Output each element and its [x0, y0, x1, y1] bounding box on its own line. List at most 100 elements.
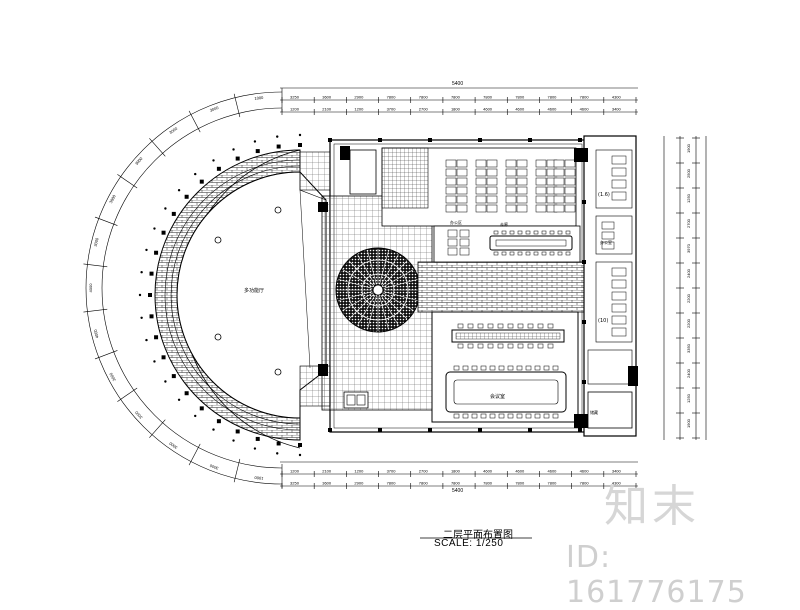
chair — [507, 343, 514, 349]
column — [582, 380, 586, 384]
arc-column-pile — [138, 293, 142, 297]
chair — [477, 323, 484, 329]
desk — [459, 238, 470, 247]
rosette-spoke — [383, 291, 418, 301]
top-dim-row1-label: 7800 — [580, 95, 590, 100]
column — [328, 428, 332, 432]
chair — [501, 251, 507, 256]
top-dim-row2-label: 1200 — [290, 107, 300, 112]
hall-label: 多功能厅 — [244, 287, 264, 294]
desk — [564, 177, 576, 186]
top-dim-row2-label: 4600 — [548, 107, 558, 112]
top-dim-row2-label: 2700 — [419, 107, 429, 112]
chair — [552, 365, 559, 371]
column — [378, 138, 382, 142]
desk — [553, 168, 565, 177]
arc-column — [216, 166, 221, 171]
desk — [516, 204, 528, 213]
desk — [564, 204, 576, 213]
arc-column — [298, 143, 302, 147]
chair — [477, 343, 484, 349]
desk — [447, 238, 458, 247]
rosette-spoke — [342, 292, 373, 311]
chair — [498, 365, 505, 371]
arc-column — [184, 194, 189, 199]
bottom-dim-row1-label: 2100 — [322, 469, 332, 474]
arc-dim-tick — [94, 216, 118, 226]
arc-column — [149, 314, 154, 319]
bottom-dim-row1-label: 4600 — [580, 469, 590, 474]
bottom-dim-row1-label: 4600 — [548, 469, 558, 474]
storage-label: 储藏 — [590, 409, 598, 415]
office-desk — [611, 179, 627, 189]
chair — [565, 251, 571, 256]
chair — [537, 343, 544, 349]
watermark-brand: 知末 — [604, 481, 700, 532]
office-left-label: 办公区 — [450, 219, 462, 225]
chair — [516, 413, 523, 419]
column — [578, 428, 582, 432]
bottom-dim-row2-label: 7800 — [483, 481, 493, 486]
rosette-spoke — [357, 254, 376, 285]
stair-core — [318, 146, 377, 409]
chair — [507, 413, 514, 419]
bottom-dim-row2-label: 2900 — [354, 481, 364, 486]
office-desk — [611, 279, 627, 289]
chair — [525, 251, 531, 256]
arc-dim-label: 3000 — [108, 371, 117, 382]
right-dim-label: 3350 — [686, 343, 691, 353]
top-dim-row2-label: 4600 — [515, 107, 525, 112]
chair — [471, 365, 478, 371]
east-wing — [574, 135, 638, 437]
column — [582, 200, 586, 204]
office-desk — [601, 231, 615, 240]
chair — [453, 413, 460, 419]
arc-column-pile — [276, 135, 279, 138]
office-desk — [601, 221, 615, 230]
rosette-spoke — [379, 295, 389, 330]
arc-dimension-labels: 1000300030003000300030004000400030003000… — [88, 95, 264, 481]
chair — [517, 343, 524, 349]
chair — [516, 365, 523, 371]
overall-dimension-top: 5400 — [452, 81, 463, 87]
arc-column — [276, 441, 281, 446]
right-dim-label: 1900 — [686, 418, 691, 428]
right-dim-label: 2200 — [686, 293, 691, 303]
chair — [509, 251, 515, 256]
office-desk — [611, 315, 627, 325]
arc-column-pile — [232, 439, 235, 442]
structural-columns — [328, 138, 586, 432]
arc-column — [255, 149, 260, 154]
arc-column-pile — [153, 360, 156, 363]
rosette-spoke — [380, 295, 399, 326]
chair — [467, 323, 474, 329]
top-dim-row1-label: 3600 — [322, 95, 332, 100]
desk — [516, 168, 528, 177]
column — [528, 428, 532, 432]
arc-dim-tick — [149, 138, 166, 157]
bottom-dim-row2-label: 7800 — [548, 481, 558, 486]
desk — [445, 204, 457, 213]
arc-column — [276, 144, 281, 149]
right-dim-label: 2400 — [686, 368, 691, 378]
chair — [541, 230, 547, 235]
desk — [505, 177, 517, 186]
bottom-dim-row2-label: 7800 — [419, 481, 429, 486]
arc-column-pile — [177, 398, 181, 401]
bottom-dim-row1-label: 4600 — [483, 469, 493, 474]
desk — [505, 168, 517, 177]
chair — [547, 343, 554, 349]
desk — [475, 159, 487, 168]
arc-column-pile — [194, 172, 197, 176]
chair — [527, 323, 534, 329]
drawing-title: 二层平面布置图 — [443, 530, 513, 541]
chair — [507, 323, 514, 329]
desk — [445, 195, 457, 204]
desk — [516, 177, 528, 186]
arc-dim-label: 3000 — [134, 155, 144, 166]
office-desk — [611, 167, 627, 177]
room-b-label: (10) — [598, 318, 608, 324]
office-desk — [611, 267, 627, 277]
chair — [487, 323, 494, 329]
